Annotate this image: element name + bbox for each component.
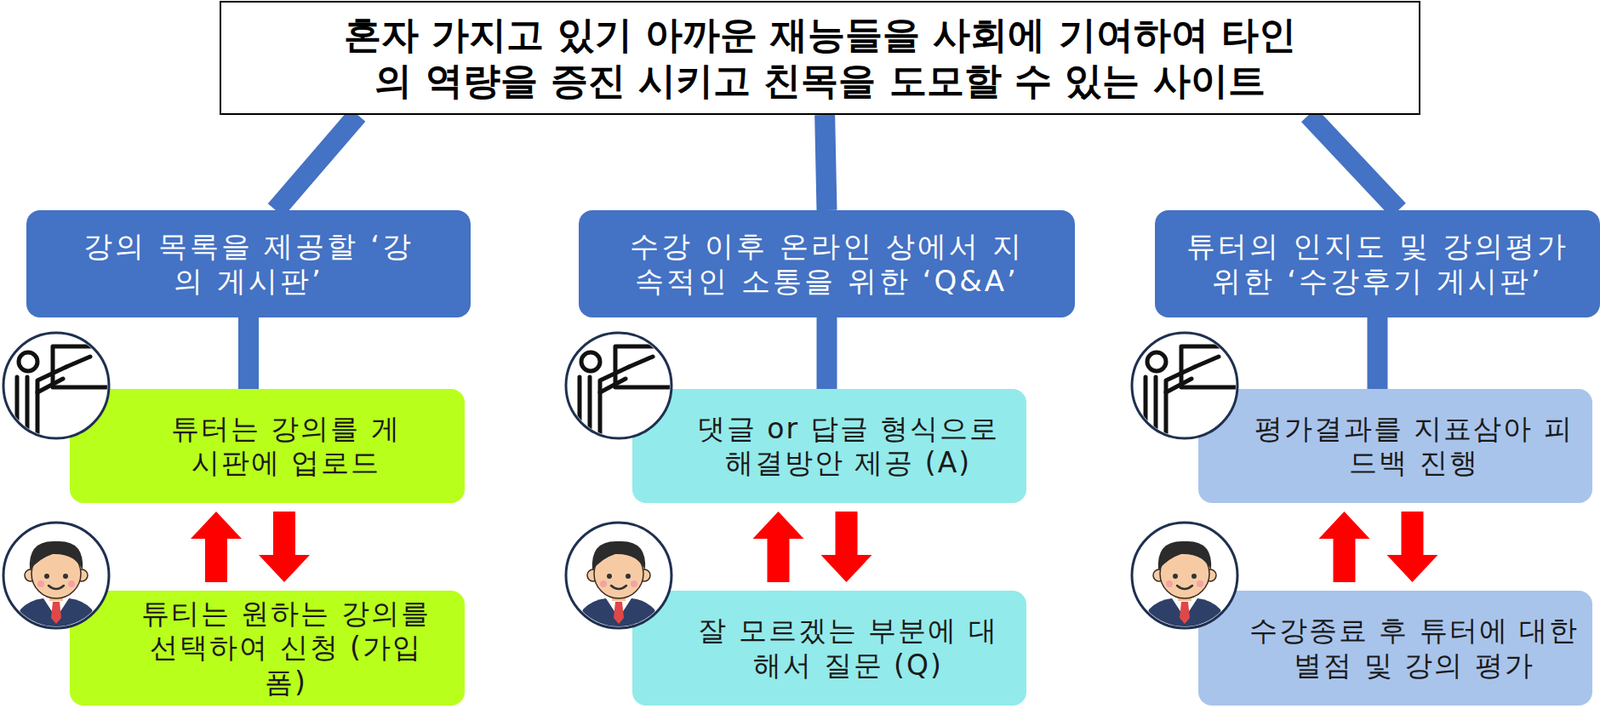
box-label: 수강 이후 온라인 상에서 지속적인 소통을 위한 ‘Q&A’	[622, 228, 1032, 300]
box-label: 튜터는 강의를 게시판에 업로드	[158, 411, 414, 481]
process-box: 튜터의 인지도 및 강의평가 위한 ‘수강후기 게시판’	[1154, 210, 1600, 318]
tutor-icon	[565, 332, 684, 446]
process-box: 강의 목록을 제공할 ‘강의 게시판’	[26, 210, 471, 318]
connector-line	[1308, 114, 1399, 211]
process-box: 수강 이후 온라인 상에서 지속적인 소통을 위한 ‘Q&A’	[578, 210, 1075, 318]
connector-line	[817, 317, 838, 389]
connector-line	[275, 114, 358, 211]
block-arrow	[190, 511, 242, 583]
process-box: 수강종료 후 튜터에 대한 별점 및 강의 평가	[1198, 590, 1593, 706]
block-arrow	[1387, 511, 1439, 583]
box-label: 댓글 or 답글 형식으로 해결방안 제공 (A)	[678, 411, 1019, 481]
site-title-box: 혼자 가지고 있기 아까운 재능들을 사회에 기여하여 타인의 역량을 증진 시…	[219, 0, 1421, 115]
box-label: 튜티는 원하는 강의를 선택하여 신청 (가입 폼)	[132, 596, 440, 700]
connector-line	[824, 114, 827, 211]
process-box: 댓글 or 답글 형식으로 해결방안 제공 (A)	[632, 388, 1027, 503]
connector-line	[1367, 317, 1389, 389]
process-box: 평가결과를 지표삼아 피드백 진행	[1198, 388, 1593, 503]
box-label: 수강종료 후 튜터에 대한 별점 및 강의 평가	[1244, 613, 1585, 683]
block-arrow	[753, 511, 805, 583]
tutee-icon	[1131, 522, 1238, 630]
process-box: 튜티는 원하는 강의를 선택하여 신청 (가입 폼)	[69, 590, 465, 706]
box-label: 평가결과를 지표삼아 피드백 진행	[1252, 411, 1577, 481]
process-box: 튜터는 강의를 게시판에 업로드	[69, 388, 465, 503]
connector-line	[238, 317, 259, 389]
box-label: 강의 목록을 제공할 ‘강의 게시판’	[74, 228, 423, 300]
box-label: 튜터의 인지도 및 강의평가 위한 ‘수강후기 게시판’	[1171, 228, 1583, 300]
tutee-icon	[3, 522, 109, 630]
tutor-icon	[3, 332, 121, 446]
box-label: 혼자 가지고 있기 아까운 재능들을 사회에 기여하여 타인의 역량을 증진 시…	[342, 11, 1298, 103]
tutor-icon	[1131, 332, 1250, 446]
block-arrow	[821, 511, 873, 583]
tutee-icon	[565, 522, 672, 630]
block-arrow	[258, 511, 310, 583]
process-box: 잘 모르겠는 부분에 대해서 질문 (Q)	[632, 590, 1027, 706]
block-arrow	[1319, 511, 1371, 583]
box-label: 잘 모르겠는 부분에 대해서 질문 (Q)	[695, 613, 1002, 683]
